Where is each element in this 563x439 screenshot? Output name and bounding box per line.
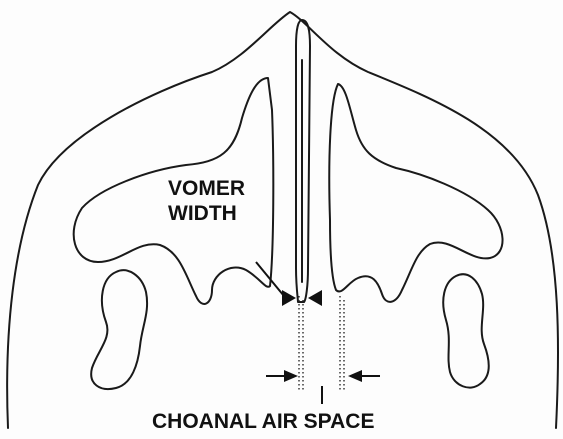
choanal-air-space-label: CHOANAL AIR SPACE [152, 410, 374, 434]
vomer-left-arrowhead [282, 290, 296, 306]
vomer-label-line1: VOMER [168, 176, 245, 201]
right-lower-cavity-outline [443, 274, 489, 387]
vomer-width-label: VOMER WIDTH [168, 176, 245, 226]
choanal-right-arrowhead [348, 370, 362, 382]
vomer-right-arrowhead [308, 290, 322, 306]
right-cavity-outline [329, 84, 502, 302]
left-lower-cavity-outline [91, 270, 147, 389]
vomer-label-line2: WIDTH [168, 201, 245, 226]
outer-outline [7, 12, 558, 428]
choanal-left-arrowhead [284, 370, 298, 382]
vomer-pointer-line [256, 262, 284, 296]
